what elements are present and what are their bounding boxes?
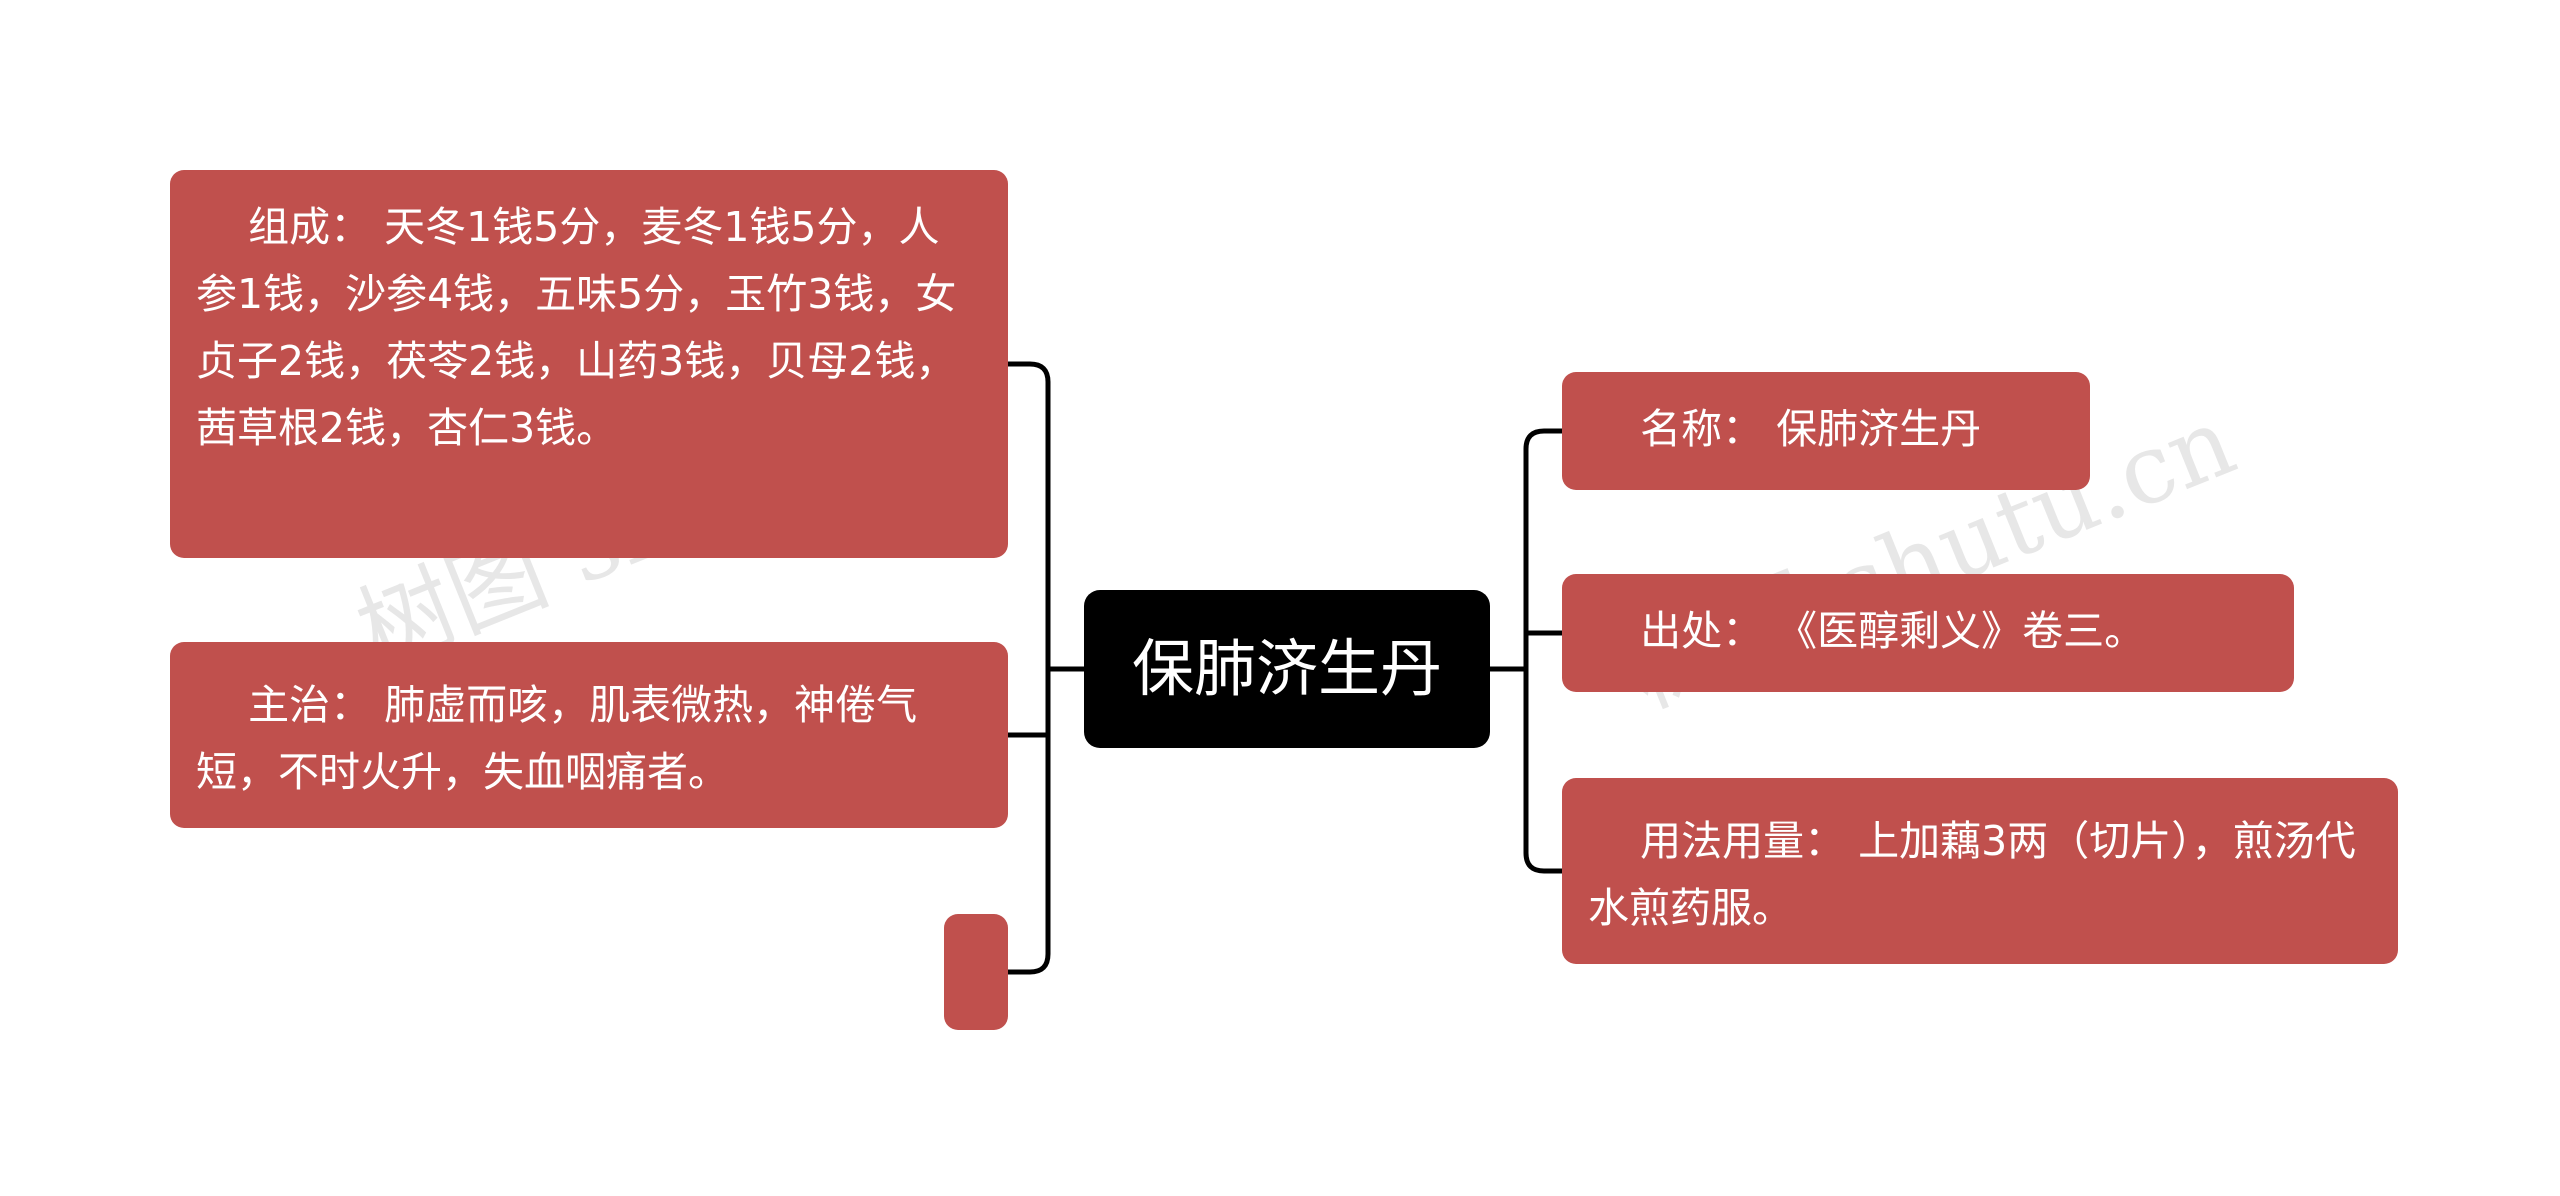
topic-composition[interactable]: 组成： 天冬1钱5分，麦冬1钱5分，人参1钱，沙参4钱，五味5分，玉竹3钱，女贞… (170, 170, 1008, 558)
central-topic[interactable]: 保肺济生丹 (1084, 590, 1490, 748)
topic-usage-dosage[interactable]: 用法用量： 上加藕3两（切片），煎汤代水煎药服。 (1562, 778, 2398, 964)
topic-name[interactable]: 名称： 保肺济生丹 (1562, 372, 2090, 490)
connector-left-trunk (1005, 361, 1051, 975)
topic-indications[interactable]: 主治： 肺虚而咳，肌表微热，神倦气短，不时火升，失血咽痛者。 (170, 642, 1008, 828)
topic-source[interactable]: 出处： 《医醇剩义》卷三。 (1562, 574, 2294, 692)
topic-empty[interactable] (944, 914, 1008, 1030)
connector-right-trunk (1523, 428, 1565, 874)
